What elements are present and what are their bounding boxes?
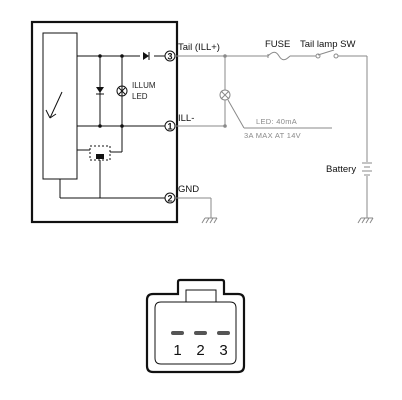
pin-1: 1: [164, 120, 176, 132]
module-outline: [30, 20, 179, 224]
svg-text:3: 3: [219, 342, 227, 359]
connector-pin-1: 1: [171, 331, 184, 359]
tail-lamp-switch-label: Tail lamp SW: [300, 39, 355, 50]
battery: Battery: [326, 162, 372, 176]
led-spec-text: LED: 40mA: [256, 117, 297, 126]
pin1-label: ILL-: [178, 113, 194, 124]
series-diode: [143, 52, 150, 60]
connector-face: [145, 278, 246, 374]
pin3-bus: [77, 54, 165, 128]
svg-text:1: 1: [167, 122, 172, 132]
pin-3: 3: [164, 50, 176, 62]
transistor-block: [77, 126, 123, 198]
svg-text:2: 2: [196, 342, 204, 359]
battery-ground-icon: [357, 217, 374, 224]
gnd-bus: [59, 179, 165, 199]
illum-led: ILLUM LED: [116, 81, 156, 101]
svg-text:1: 1: [173, 342, 181, 359]
pin2-label: GND: [178, 184, 199, 195]
led-rating-annotation: LED: 40mA 3A MAX AT 14V: [227, 99, 332, 140]
illum-led-label-line2: LED: [132, 92, 148, 101]
fuse-label: FUSE: [265, 39, 290, 50]
internal-sensor-element: [42, 32, 78, 180]
svg-text:3: 3: [167, 52, 172, 62]
svg-text:2: 2: [167, 194, 172, 204]
pin-2: 2: [164, 192, 176, 204]
tail-lamp-switch: Tail lamp SW: [300, 39, 355, 59]
module-ground-wiring: [175, 197, 212, 218]
connector-pin-3: 3: [217, 331, 230, 359]
battery-label: Battery: [326, 164, 356, 175]
module-ground-icon: [201, 217, 218, 224]
max-rating-text: 3A MAX AT 14V: [244, 131, 301, 140]
pin3-label: Tail (ILL+): [178, 42, 220, 53]
external-led-lamp: [175, 56, 231, 128]
protection-diode: [96, 87, 104, 95]
illum-led-label-line1: ILLUM: [132, 81, 156, 90]
fuse: FUSE: [265, 39, 291, 61]
connector-pin-2: 2: [194, 331, 207, 359]
